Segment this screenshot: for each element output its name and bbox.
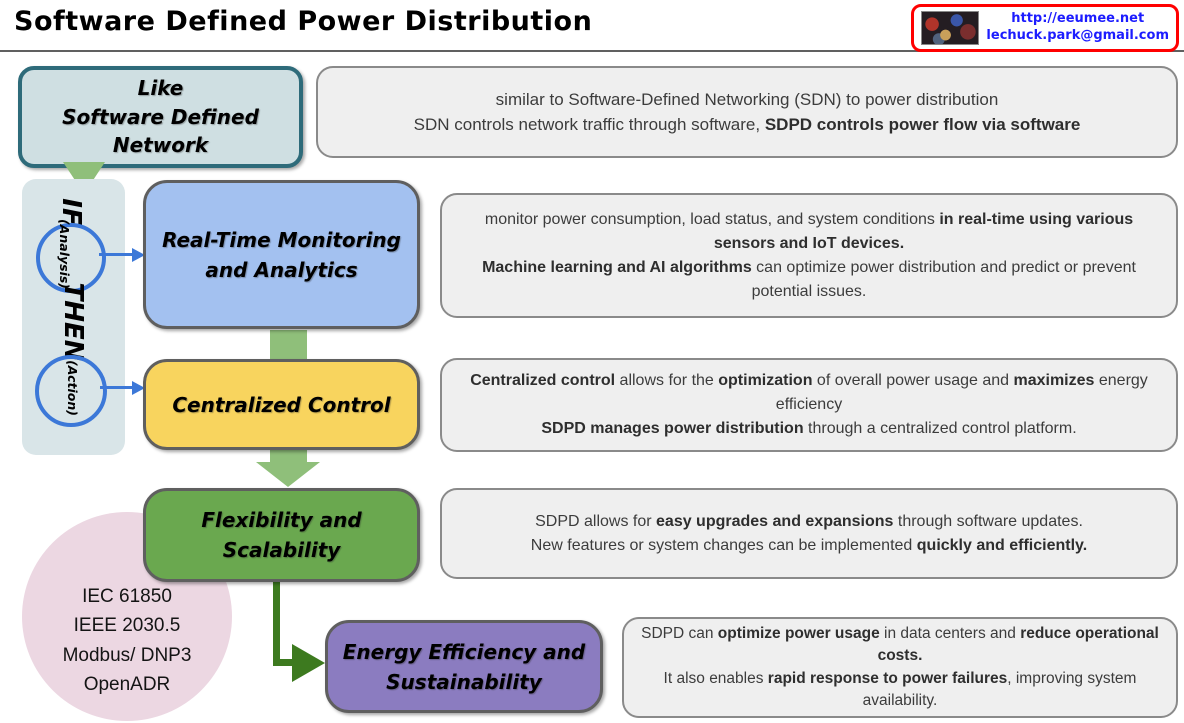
description-line: SDPD manages power distribution through … — [541, 420, 1077, 437]
step-box-centralized-control: Centralized Control — [143, 359, 420, 450]
like-sdn-line: Network — [112, 133, 209, 158]
description-line: monitor power consumption, load status, … — [484, 210, 1134, 252]
like-sdn-line: Software Defined — [62, 104, 259, 129]
description-line: similar to Software-Defined Networking (… — [495, 89, 999, 109]
control-description-box: Centralized control allows for the optim… — [440, 358, 1178, 452]
like-sdn-box: Like Software Defined Network — [18, 66, 303, 168]
arrow-to-control-head — [132, 381, 145, 395]
arrow-to-monitoring-head — [132, 248, 145, 262]
step-title: Centralized Control — [172, 392, 391, 417]
description-line: New features or system changes can be im… — [530, 536, 1088, 554]
energy-description-box: SDPD can optimize power usage in data ce… — [622, 617, 1178, 718]
standard-item: OpenADR — [83, 673, 171, 695]
description-line: It also enables rapid response to power … — [663, 669, 1137, 709]
logo-image — [921, 11, 980, 45]
standard-item: IEEE 2030.5 — [73, 615, 181, 637]
page-title: Software Defined Power Distribution — [14, 6, 593, 37]
action-circle — [35, 355, 107, 427]
connector-flexibility-energy-head — [292, 644, 325, 682]
title-underline — [0, 50, 1184, 52]
step-title: Flexibility and Scalability — [201, 508, 362, 562]
connector-control-flexibility — [270, 450, 307, 464]
analysis-circle — [36, 223, 106, 293]
standard-item: IEC 61850 — [82, 585, 172, 607]
flexibility-description-box: SDPD allows for easy upgrades and expans… — [440, 488, 1178, 579]
action-label: (Action) — [65, 360, 81, 416]
connector-flexibility-energy-horizontal — [273, 659, 295, 666]
connector-monitoring-control — [270, 330, 307, 360]
arrow-to-control — [100, 386, 133, 389]
monitoring-description-box: monitor power consumption, load status, … — [440, 193, 1178, 318]
connector-control-flexibility-head — [256, 462, 320, 487]
sdn-description-box: similar to Software-Defined Networking (… — [316, 66, 1178, 158]
arrow-to-monitoring — [99, 253, 133, 256]
site-badge: http://eeumee.net lechuck.park@gmail.com — [911, 4, 1179, 52]
like-sdn-line: Like — [137, 76, 184, 101]
step-title: Real-Time Monitoring and Analytics — [162, 227, 401, 282]
step-box-energy-efficiency: Energy Efficiency and Sustainability — [325, 620, 603, 713]
description-line: Machine learning and AI algorithms can o… — [482, 258, 1136, 300]
description-line: Centralized control allows for the optim… — [470, 372, 1148, 413]
contact-email[interactable]: lechuck.park@gmail.com — [986, 28, 1169, 43]
description-line: SDPD allows for easy upgrades and expans… — [535, 512, 1083, 530]
site-url[interactable]: http://eeumee.net — [1011, 11, 1145, 27]
step-box-flexibility: Flexibility and Scalability — [143, 488, 420, 582]
step-box-monitoring: Real-Time Monitoring and Analytics — [143, 180, 420, 329]
step-title: Energy Efficiency and Sustainability — [342, 639, 586, 694]
description-line: SDPD can optimize power usage in data ce… — [641, 624, 1159, 665]
description-line: SDN controls network traffic through sof… — [413, 115, 1081, 134]
standard-item: Modbus/ DNP3 — [62, 644, 192, 666]
connector-flexibility-energy-vertical — [273, 582, 280, 666]
